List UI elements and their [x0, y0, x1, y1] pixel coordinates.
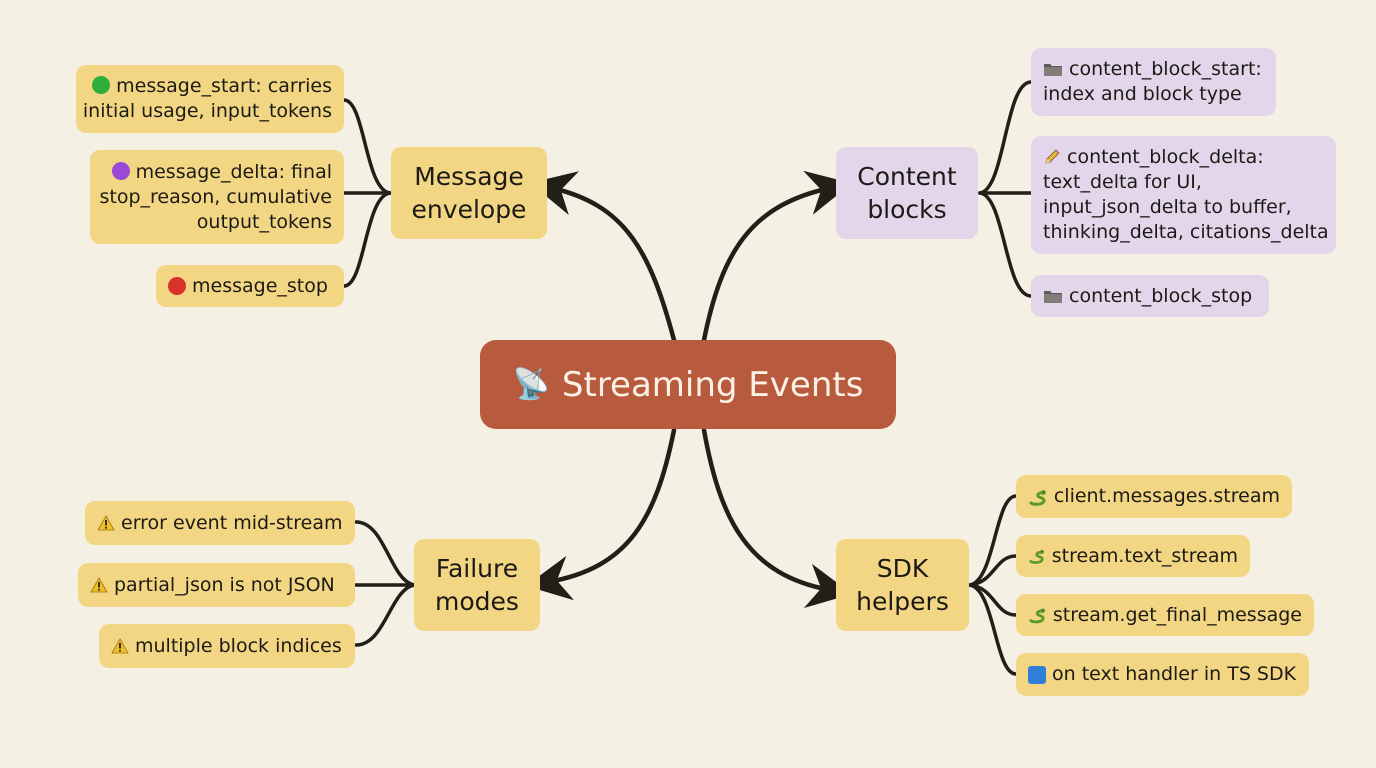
connector-fail-error	[354, 520, 416, 587]
leaf-stream-text-stream: stream.text_stream	[1016, 535, 1250, 577]
warning-icon	[111, 638, 129, 654]
folder-icon	[1044, 291, 1062, 303]
leaf-text-line: on text handler in TS SDK	[1052, 663, 1297, 685]
leaf-text-line: multiple block indices	[135, 634, 342, 657]
leaf-text-line: index and block type	[1043, 83, 1242, 105]
leaf-text-line: stream.get_final_message	[1052, 603, 1302, 626]
connector-msg-stop	[342, 191, 392, 288]
blue-square-icon	[1028, 665, 1046, 684]
connector-cb-start	[978, 80, 1033, 195]
connector-msg-start	[342, 98, 392, 195]
leaf-message-delta: message_delta: final stop_reason, cumula…	[90, 150, 344, 244]
leaf-error-event: error event mid-stream	[85, 501, 355, 545]
leaf-message-start: message_start: carries initial usage, in…	[76, 65, 344, 133]
leaf-text-line: text_delta for UI,	[1043, 171, 1202, 193]
leaf-text-line: content_block_stop	[1069, 284, 1253, 307]
leaf-text-line: error event mid-stream	[121, 511, 343, 534]
connector-root-message-envelope	[530, 171, 677, 343]
pencil-icon	[1045, 149, 1060, 164]
connector-root-sdk-helpers	[701, 427, 853, 609]
branch-label-line1: Message	[414, 162, 524, 191]
leaf-content-block-start: content_block_start: index and block typ…	[1031, 48, 1276, 116]
warning-icon	[97, 515, 115, 531]
leaf-content-block-stop: content_block_stop	[1031, 275, 1269, 317]
leaf-text-line: initial usage, input_tokens	[82, 100, 332, 122]
folder-icon	[1044, 64, 1062, 76]
snake-icon	[1029, 549, 1044, 564]
leaf-on-text-handler: on text handler in TS SDK	[1016, 653, 1309, 696]
leaf-text-line: content_block_start:	[1069, 58, 1262, 80]
leaf-multiple-block-indices: multiple block indices	[99, 624, 355, 668]
leaf-text-line: stop_reason, cumulative	[99, 185, 332, 208]
connector-sdk-stream	[968, 494, 1018, 587]
leaf-text-line: thinking_delta, citations_delta	[1043, 221, 1329, 243]
root-node: 📡 Streaming Events	[480, 340, 896, 429]
leaf-partial-json: partial_json is not JSON	[78, 563, 355, 607]
snake-icon	[1029, 489, 1046, 506]
branch-label-line2: helpers	[856, 587, 949, 616]
branch-label-line2: envelope	[411, 195, 527, 224]
leaf-text-line: output_tokens	[196, 210, 332, 233]
connector-cb-stop	[978, 191, 1033, 298]
leaf-text-line: client.messages.stream	[1053, 485, 1280, 507]
branch-failure-modes: Failure modes	[414, 539, 540, 631]
connector-sdk-text-stream	[968, 554, 1018, 587]
snake-icon	[1029, 608, 1045, 624]
connector-fail-indices	[354, 583, 416, 647]
branch-label-line2: blocks	[867, 195, 947, 224]
satellite-antenna-icon: 📡	[512, 367, 550, 402]
leaf-text-line: content_block_delta:	[1067, 146, 1264, 168]
branch-label-line2: modes	[435, 587, 519, 616]
leaf-text-line: partial_json is not JSON	[114, 573, 335, 596]
warning-icon	[90, 577, 108, 593]
leaf-message-stop: message_stop	[156, 265, 344, 307]
leaf-client-messages-stream: client.messages.stream	[1016, 475, 1292, 518]
purple-circle-icon	[111, 161, 130, 180]
red-circle-icon	[168, 277, 186, 295]
connector-root-content-blocks	[701, 170, 852, 343]
root-label: Streaming Events	[561, 364, 864, 405]
leaf-text-line: message_start: carries	[116, 75, 332, 97]
branch-message-envelope: Message envelope	[391, 147, 547, 239]
green-circle-icon	[92, 76, 111, 94]
connector-sdk-ts	[968, 583, 1018, 676]
leaf-text-line: stream.text_stream	[1051, 544, 1238, 567]
leaf-stream-get-final-message: stream.get_final_message	[1016, 594, 1314, 636]
leaf-text-line: input_json_delta to buffer,	[1043, 196, 1292, 218]
branch-label-line1: SDK	[876, 554, 929, 583]
leaf-text-line: message_stop	[192, 274, 328, 297]
leaf-text-line: message_delta: final	[135, 160, 332, 183]
branch-content-blocks: Content blocks	[836, 147, 978, 239]
branch-sdk-helpers: SDK helpers	[836, 539, 969, 631]
connector-root-failure-modes	[525, 427, 677, 601]
branch-label-line1: Content	[857, 162, 957, 191]
branch-label-line1: Failure	[435, 554, 519, 583]
leaf-content-block-delta: content_block_delta: text_delta for UI, …	[1031, 136, 1336, 254]
